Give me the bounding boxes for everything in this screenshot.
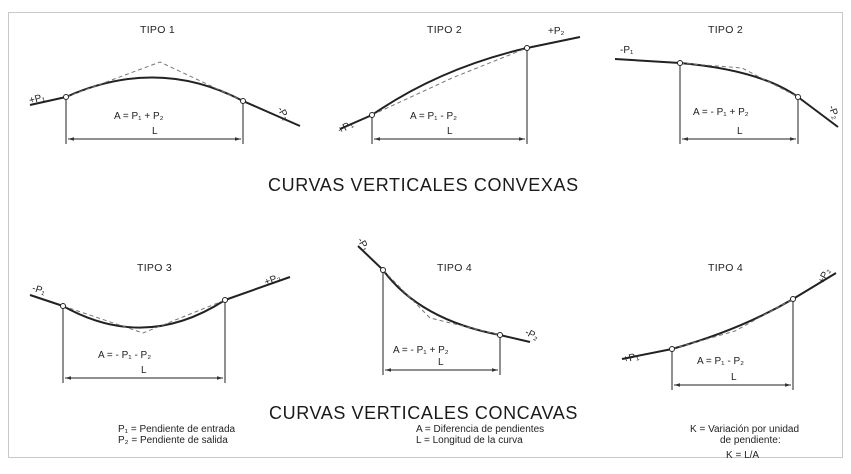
tipo2b-title: TIPO 2 bbox=[708, 24, 744, 36]
legend-p2: P₂ = Pendiente de salida bbox=[118, 435, 228, 446]
tipo3-title: TIPO 3 bbox=[137, 262, 173, 274]
tipo4b-length-label: L bbox=[731, 372, 737, 383]
tipo4a-diagram bbox=[357, 245, 531, 375]
legend-l: L = Longitud de la curva bbox=[416, 435, 523, 446]
legend-k-line1: K = Variación por unidad bbox=[690, 424, 800, 435]
tipo1-length-label: L bbox=[152, 126, 158, 137]
tipo4b-formula: A = P₁ - P₂ bbox=[697, 356, 744, 367]
diagram-frame bbox=[8, 12, 843, 458]
legend-k-line2: de pendiente: bbox=[720, 435, 781, 446]
tipo3-formula: A = - P₁ - P₂ bbox=[98, 350, 152, 361]
tipo3-length-label: L bbox=[141, 365, 147, 376]
convex-heading: CURVAS VERTICALES CONVEXAS bbox=[268, 175, 579, 195]
tipo2a-slope-out: +P₂ bbox=[548, 26, 565, 37]
tipo2b-length-label: L bbox=[737, 126, 743, 137]
tipo2a-title: TIPO 2 bbox=[427, 24, 463, 36]
legend-k-formula: K = L/A bbox=[726, 450, 760, 461]
tipo2a-formula: A = P₁ - P₂ bbox=[410, 111, 457, 122]
legend-a: A = Diferencia de pendientes bbox=[416, 424, 545, 435]
legend-p1: P₁ = Pendiente de entrada bbox=[118, 424, 236, 435]
tipo4b-diagram bbox=[621, 272, 837, 390]
tipo2b-slope-in: -P₁ bbox=[620, 45, 634, 56]
tipo1-diagram bbox=[29, 61, 301, 144]
concave-heading: CURVAS VERTICALES CONCAVAS bbox=[269, 403, 579, 423]
tipo3-diagram bbox=[29, 276, 291, 383]
tipo4a-title: TIPO 4 bbox=[437, 262, 473, 274]
tipo2a-length-label: L bbox=[447, 126, 453, 137]
tipo4a-formula: A = - P₁ + P₂ bbox=[393, 345, 449, 356]
tipo4a-length-label: L bbox=[438, 357, 444, 368]
tipo1-formula: A = P₁ + P₂ bbox=[114, 111, 164, 122]
tipo2a-diagram bbox=[339, 36, 581, 144]
tipo1-title: TIPO 1 bbox=[140, 24, 176, 36]
tipo2b-diagram bbox=[614, 58, 839, 144]
tipo4b-title: TIPO 4 bbox=[708, 262, 744, 274]
tipo2b-formula: A = - P₁ + P₂ bbox=[693, 107, 749, 118]
